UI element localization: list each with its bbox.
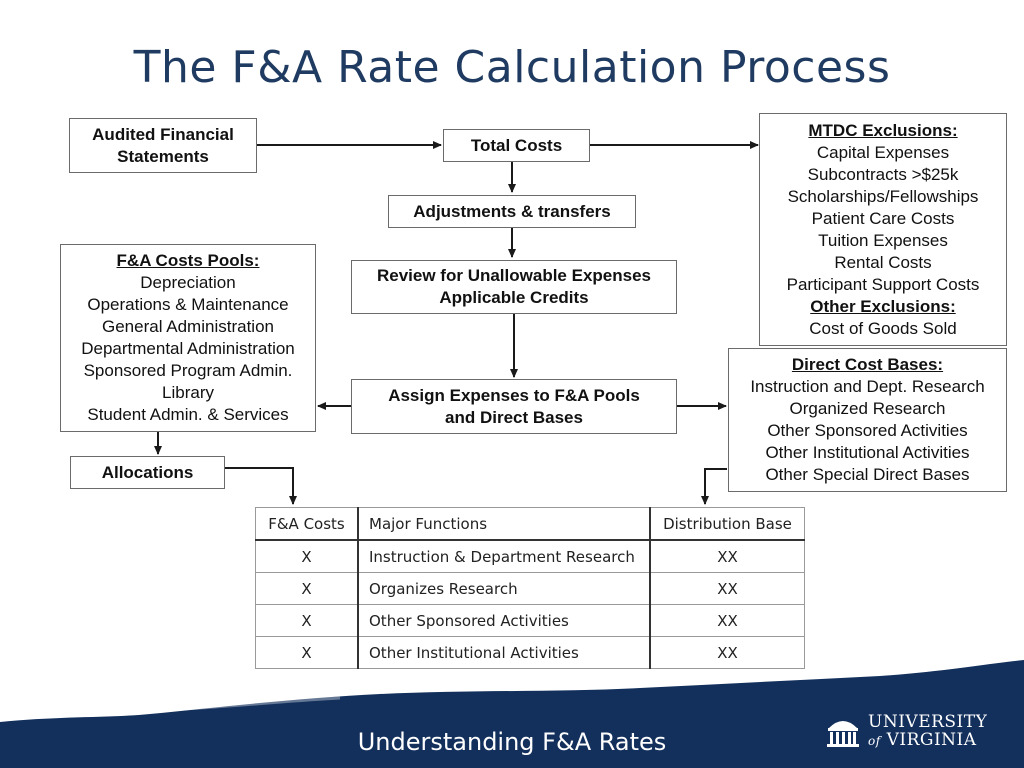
assign-box: Assign Expenses to F&A Pools and Direct …: [351, 379, 677, 434]
table-cell: X: [255, 604, 359, 637]
table-cell: XX: [649, 636, 805, 669]
other-exclusions-item: Cost of Goods Sold: [809, 318, 957, 338]
direct-bases-item: Instruction and Dept. Research: [750, 377, 985, 396]
table-cell: Instruction & Department Research: [357, 539, 651, 573]
table-row: X Other Institutional Activities XX: [255, 636, 805, 669]
distribution-table: F&A Costs Major Functions Distribution B…: [255, 507, 805, 669]
audited-line-2: Statements: [117, 146, 209, 166]
fa-pools-item: Student Admin. & Services: [87, 405, 289, 424]
mtdc-item: Subcontracts >$25k: [807, 164, 959, 184]
fa-pools-item: Operations & Maintenance: [87, 295, 289, 314]
table-header-row: F&A Costs Major Functions Distribution B…: [255, 507, 805, 541]
direct-bases-item: Other Special Direct Bases: [765, 465, 970, 484]
adjustments-label: Adjustments & transfers: [413, 201, 611, 221]
table-header-cell: F&A Costs: [255, 507, 359, 541]
total-costs-label: Total Costs: [470, 135, 563, 155]
direct-bases-item: Organized Research: [789, 399, 946, 418]
table-header-cell: Major Functions: [357, 507, 651, 541]
table-cell: Other Institutional Activities: [357, 636, 651, 669]
mtdc-item: Participant Support Costs: [786, 274, 980, 294]
arrow-allocations-to-table: [225, 467, 297, 505]
university-name: UNIVERSITY of VIRGINIA: [868, 713, 987, 750]
fa-pools-heading: F&A Costs Pools:: [116, 251, 260, 270]
assign-line-2: and Direct Bases: [445, 407, 583, 427]
fa-pools-item: Library: [162, 383, 214, 402]
direct-cost-bases-box: Direct Cost Bases: Instruction and Dept.…: [728, 348, 1007, 492]
direct-bases-heading: Direct Cost Bases:: [791, 355, 944, 374]
virginia-line: of VIRGINIA: [868, 731, 987, 750]
assign-line-1: Assign Expenses to F&A Pools: [388, 385, 640, 405]
mtdc-item: Scholarships/Fellowships: [787, 186, 979, 206]
mtdc-item: Rental Costs: [834, 252, 932, 272]
allocations-box: Allocations: [70, 456, 225, 489]
page-title: The F&A Rate Calculation Process: [133, 42, 891, 93]
fa-pools-item: Sponsored Program Admin.: [83, 361, 293, 380]
mtdc-item: Patient Care Costs: [811, 208, 955, 228]
audited-line-1: Audited Financial: [92, 124, 234, 144]
direct-bases-item: Other Institutional Activities: [765, 443, 970, 462]
university-logo: UNIVERSITY of VIRGINIA: [826, 713, 987, 750]
mtdc-heading: MTDC Exclusions:: [808, 120, 958, 140]
mtdc-item: Tuition Expenses: [818, 230, 948, 250]
allocations-label: Allocations: [101, 462, 194, 482]
of-word: of: [868, 734, 881, 748]
table-cell: Other Sponsored Activities: [357, 604, 651, 637]
adjustments-box: Adjustments & transfers: [388, 195, 636, 228]
footer-title: Understanding F&A Rates: [357, 728, 667, 756]
mtdc-exclusions-box: MTDC Exclusions: Capital Expenses Subcon…: [759, 113, 1007, 346]
fa-pools-item: Depreciation: [140, 273, 236, 292]
table-header-cell: Distribution Base: [649, 507, 805, 541]
review-box: Review for Unallowable Expenses Applicab…: [351, 260, 677, 314]
fa-pools-item: Departmental Administration: [81, 339, 295, 358]
table-cell: X: [255, 539, 359, 573]
table-row: X Instruction & Department Research XX: [255, 539, 805, 573]
review-line-2: Applicable Credits: [439, 288, 589, 307]
table-row: X Other Sponsored Activities XX: [255, 604, 805, 637]
virginia-word: VIRGINIA: [886, 730, 977, 750]
rotunda-icon: [827, 720, 859, 747]
table-cell: XX: [649, 604, 805, 637]
review-line-1: Review for Unallowable Expenses: [377, 266, 651, 285]
university-word: UNIVERSITY: [868, 712, 988, 732]
audited-statements-box: Audited Financial Statements: [69, 118, 257, 173]
other-exclusions-heading: Other Exclusions:: [810, 296, 956, 316]
fa-pools-item: General Administration: [102, 317, 274, 336]
fa-costs-pools-box: F&A Costs Pools: Depreciation Operations…: [60, 244, 316, 432]
direct-bases-item: Other Sponsored Activities: [767, 421, 968, 440]
mtdc-item: Capital Expenses: [816, 142, 950, 162]
total-costs-box: Total Costs: [443, 129, 590, 162]
table-cell: XX: [649, 539, 805, 573]
arrow-direct-bases-to-table: [701, 468, 727, 505]
